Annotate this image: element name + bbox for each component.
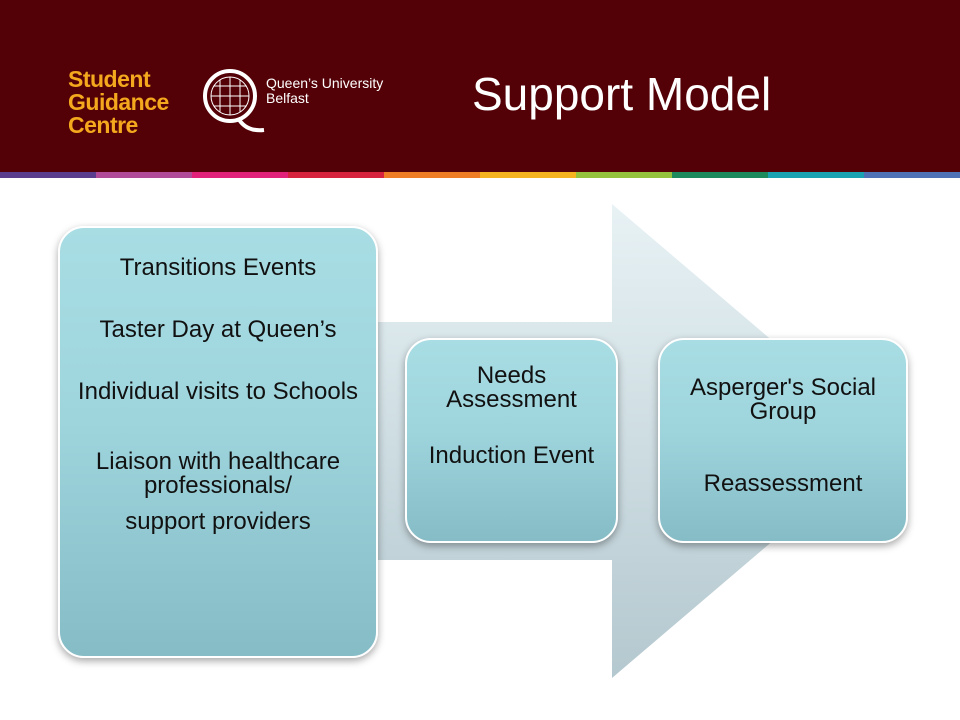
student-guidance-centre-logo: Student Guidance Centre — [68, 68, 169, 137]
qub-crest-icon — [203, 69, 265, 133]
stage-item: Liaison with healthcare professionals/ — [95, 448, 341, 499]
page-title: Support Model — [472, 68, 772, 120]
stripe-segment — [288, 172, 384, 178]
university-line-1: Queen’s University — [266, 75, 384, 91]
stripe-segment — [864, 172, 960, 178]
stripe-segment — [576, 172, 672, 178]
color-stripe — [0, 172, 960, 178]
university-line-2: Belfast — [266, 90, 309, 106]
logo-line-1: Student — [68, 66, 151, 92]
stripe-segment — [192, 172, 288, 178]
stage-item: Reassessment — [703, 470, 863, 497]
stage-item: Individual visits to Schools — [77, 378, 359, 405]
stage-box-transition: Transitions Events Taster Day at Queen’s… — [58, 226, 378, 658]
stripe-segment — [672, 172, 768, 178]
stage-box-assessment: Needs Assessment Induction Event — [405, 338, 618, 543]
stage-item: Asperger's Social Group — [690, 374, 876, 425]
stripe-segment — [480, 172, 576, 178]
stage-item: Taster Day at Queen’s — [99, 316, 337, 343]
stripe-segment — [768, 172, 864, 178]
stage-item: Transitions Events — [119, 254, 317, 281]
logo-line-2: Guidance — [68, 89, 169, 115]
stripe-segment — [96, 172, 192, 178]
stage-box-ongoing: Asperger's Social Group Reassessment — [658, 338, 908, 543]
logo-line-3: Centre — [68, 112, 138, 138]
stripe-segment — [0, 172, 96, 178]
university-name: Queen’s University Belfast — [266, 76, 383, 106]
stage-item: support providers — [125, 508, 311, 535]
stage-item: Needs Assessment — [446, 362, 577, 413]
stripe-segment — [384, 172, 480, 178]
stage-item: Induction Event — [428, 442, 595, 469]
header-banner — [0, 0, 960, 172]
